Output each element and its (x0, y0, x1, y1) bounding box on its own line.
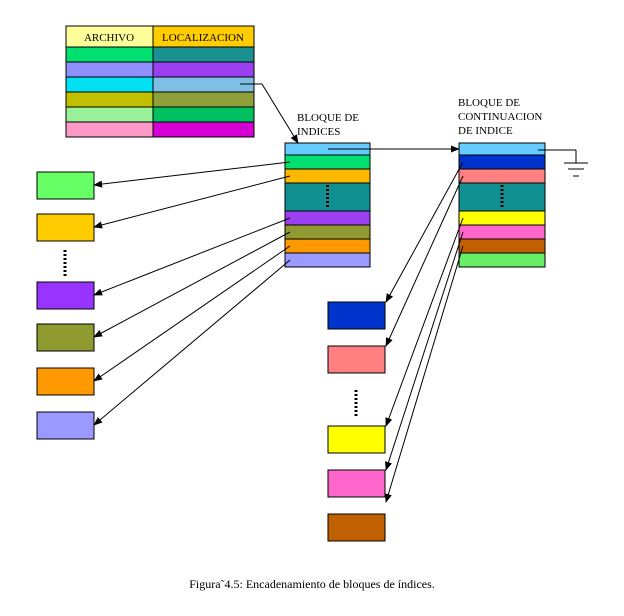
index-block-row-2 (284, 154, 371, 170)
continuation-block-row-1 (458, 142, 546, 156)
arrow-index-row-to-left-block-2 (93, 175, 291, 229)
index-block-label-line2: INDICES (297, 126, 340, 138)
continuation-block-label-line3: DE INDICE (458, 125, 513, 137)
left-data-block-2 (36, 213, 95, 242)
right-data-blocks (327, 301, 386, 542)
arrow-index-row-to-left-block-3 (93, 217, 291, 296)
table-row-2-localizacion-cell (152, 61, 255, 78)
left-data-block-4 (36, 323, 95, 352)
left-data-blocks (36, 171, 95, 440)
right-data-block-5 (327, 513, 386, 542)
index-block-row-3 (284, 168, 371, 184)
pointer-arrows (93, 83, 464, 503)
right-data-block-1 (327, 301, 386, 330)
continuation-block-row-8 (458, 252, 546, 268)
continuation-block-label-line1: BLOQUE DE (458, 97, 520, 109)
left-data-block-1 (36, 171, 95, 200)
arrow-index-row-to-left-block-5 (93, 245, 291, 382)
continuation-block-row-2 (458, 154, 546, 170)
arrow-continuation-row-to-right-block-5 (384, 245, 464, 503)
continuation-block-row-6 (458, 224, 546, 240)
index-block-row-5 (284, 210, 371, 226)
arrow-continuation-row-to-right-block-3 (385, 217, 464, 427)
index-block (284, 142, 371, 268)
table-row-4-archivo-cell (65, 91, 154, 108)
table-row-6-archivo-cell (65, 121, 154, 138)
table-row-6-localizacion-cell (152, 121, 255, 138)
table-row-5-localizacion-cell (152, 106, 255, 123)
table-row-1-localizacion-cell (152, 46, 255, 63)
index-block-row-6 (284, 224, 371, 240)
left-data-block-3 (36, 281, 95, 310)
right-data-block-4 (327, 469, 386, 498)
index-block-row-7 (284, 238, 371, 254)
table-header-archivo-text: ARCHIVO (84, 32, 134, 44)
continuation-block-row-5 (458, 210, 546, 226)
arrow-continuation-row-to-right-block-4 (385, 231, 464, 471)
arrow-index-row-to-left-block-6 (93, 259, 291, 426)
continuation-block-row-7 (458, 238, 546, 254)
arrow-index-row-to-left-block-1 (93, 161, 291, 188)
continuation-block (458, 142, 546, 268)
null-pointer-ground-icon (538, 149, 588, 177)
arrow-table-to-index-block (240, 83, 299, 144)
file-table: ARCHIVO LOCALIZACION (65, 25, 255, 138)
table-row-1-archivo-cell (65, 46, 154, 63)
right-data-block-3 (327, 425, 386, 454)
index-block-row-8 (284, 252, 371, 268)
continuation-block-row-3 (458, 168, 546, 184)
left-data-block-6 (36, 411, 95, 440)
table-row-3-localizacion-cell (152, 76, 255, 93)
table-row-4-localizacion-cell (152, 91, 255, 108)
table-header-localizacion-text: LOCALIZACION (162, 32, 244, 44)
table-row-2-archivo-cell (65, 61, 154, 78)
figure-caption: Figura˜4.5: Encadenamiento de bloques de… (189, 577, 435, 591)
table-row-3-archivo-cell (65, 76, 154, 93)
right-data-block-2 (327, 345, 386, 374)
table-row-5-archivo-cell (65, 106, 154, 123)
index-block-label-line1: BLOQUE DE (297, 112, 359, 124)
arrow-index-row-to-left-block-4 (93, 231, 291, 338)
arrow-continuation-row-to-right-block-1 (385, 161, 464, 303)
continuation-block-label-line2: CONTINUACION (458, 111, 542, 123)
arrow-continuation-row-to-right-block-2 (385, 175, 464, 347)
left-data-block-5 (36, 367, 95, 396)
